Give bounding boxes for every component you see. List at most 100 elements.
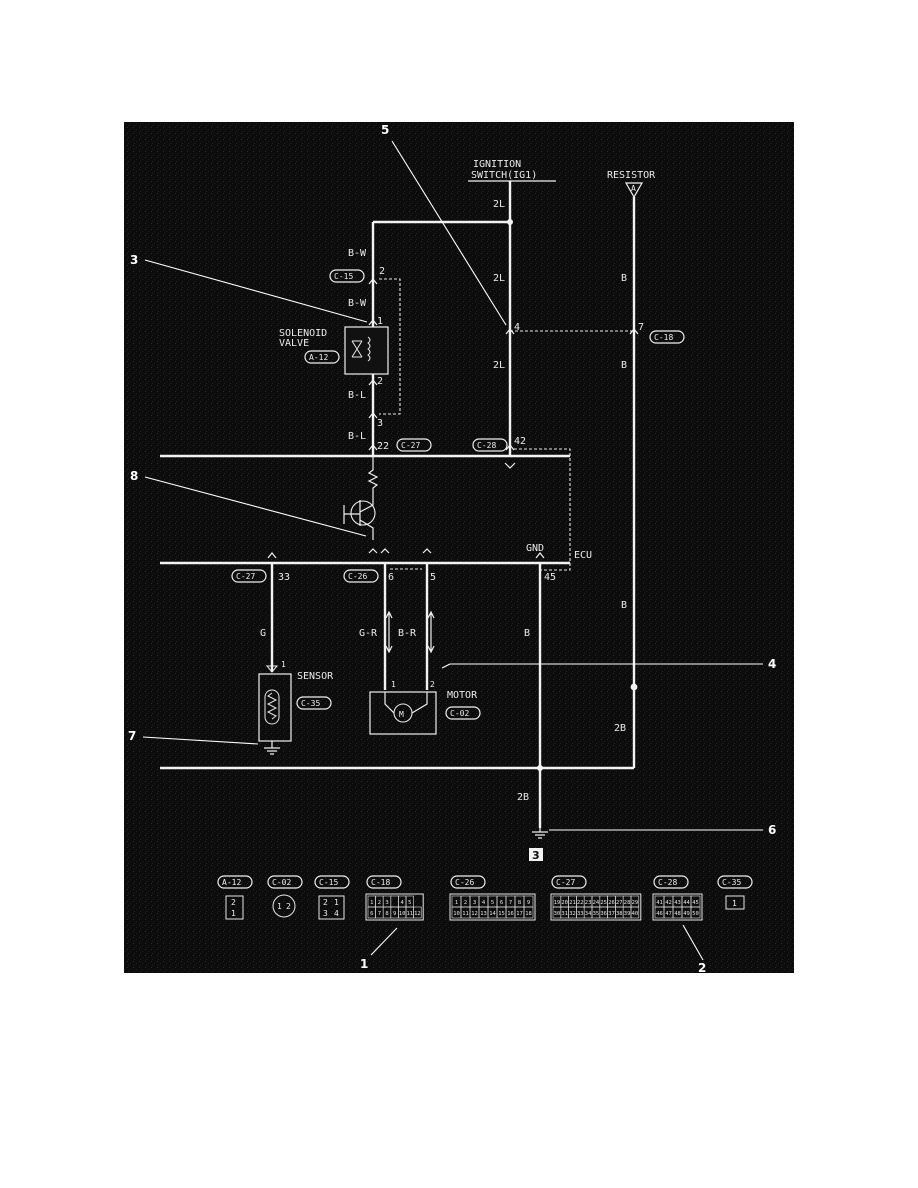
gnd-label: GND — [526, 543, 544, 554]
diagram-panel — [124, 122, 794, 973]
solenoid-label-1: SOLENOID — [279, 328, 327, 339]
wire-label-2L-low: 2L — [493, 360, 505, 371]
wire-label-BW-1: B-W — [348, 248, 367, 259]
tag-c27-top-label: C-27 — [401, 441, 420, 450]
legend-c27-pin: 20 — [561, 900, 568, 906]
legend-c28-pin: 45 — [692, 900, 699, 906]
legend-face-a12 — [225, 895, 244, 920]
callout-8: 8 — [130, 469, 138, 483]
pin-solenoid-2: 2 — [377, 376, 383, 387]
legend-c26-pin: 9 — [527, 900, 530, 906]
tag-c35 — [296, 696, 332, 710]
legend-c18-pin: 6 — [370, 911, 373, 917]
tag-c28-top — [472, 438, 508, 452]
legend-c27-cell — [630, 906, 640, 919]
legend-c26-outline — [449, 893, 536, 921]
legend-c27-pin: 29 — [632, 900, 639, 906]
motor-symbol: M — [399, 710, 404, 719]
legend-c27-pin: 38 — [616, 911, 623, 917]
sensor-body — [258, 673, 292, 742]
tag-c26-bot — [343, 569, 379, 583]
legend-tag-c26 — [450, 875, 486, 889]
ground-point-number: 3 — [532, 849, 540, 862]
wire-label-B-res-2: B — [621, 360, 627, 371]
ecu: ECU GND — [160, 448, 592, 571]
legend-tag-c35-label: C-35 — [722, 878, 741, 887]
tag-a12-label: A-12 — [309, 353, 328, 362]
legend-c28-pin: 50 — [692, 911, 699, 917]
pin-c28-45: 45 — [544, 572, 556, 583]
legend-c18-pin: 7 — [378, 911, 381, 917]
legend-c28-pin: 47 — [665, 911, 672, 917]
legend-c27-pin: 37 — [608, 911, 615, 917]
legend-c26-pin: 14 — [489, 911, 496, 917]
pin-c15-3: 3 — [377, 418, 383, 429]
sensor-ground-icon — [264, 741, 280, 755]
legend-c27-pin: 19 — [554, 900, 561, 906]
current-arrow-1 — [385, 610, 393, 654]
legend-tag-c26-label: C-26 — [455, 878, 474, 887]
legend-c35-pin: 1 — [732, 899, 737, 908]
wire-label-BL-1: B-L — [348, 390, 366, 401]
resistor-symbol — [624, 182, 644, 199]
legend-c26-pin: 13 — [480, 911, 487, 917]
legend-c26-pin: 2 — [464, 900, 467, 906]
ignition-switch: IGNITION SWITCH(IG1) — [468, 159, 556, 182]
legend-tag-c35 — [717, 875, 753, 889]
pin-motor-1: 1 — [391, 680, 396, 689]
callout-6: 6 — [768, 823, 776, 837]
legend-tag-c15-label: C-15 — [319, 878, 338, 887]
legend-c27-pin: 21 — [569, 900, 576, 906]
legend-c27-outline — [550, 893, 642, 921]
transistor-icon — [344, 456, 379, 540]
wire-label-B-gnd: B — [524, 628, 530, 639]
legend-c28-pin: 42 — [665, 900, 672, 906]
legend-c18-pin: 10 — [399, 911, 406, 917]
legend-tag-c15 — [314, 875, 350, 889]
pin-c28-42: 42 — [514, 436, 526, 447]
tag-c28-top-label: C-28 — [477, 441, 496, 450]
legend-tag-c02-label: C-02 — [272, 878, 291, 887]
legend-tag-c18 — [366, 875, 402, 889]
legend-c27-pin: 33 — [577, 911, 584, 917]
legend-a12-pin: 1 — [231, 909, 236, 918]
legend-c28-pin: 49 — [683, 911, 690, 917]
legend-c26-pin: 6 — [500, 900, 503, 906]
legend-c18-pin: 4 — [401, 900, 405, 906]
ecu-terminal-marks — [267, 462, 545, 559]
legend-tag-c27-label: C-27 — [556, 878, 575, 887]
legend-c18-pin: 8 — [385, 911, 388, 917]
motor-leads — [384, 692, 428, 714]
legend-c18-pin: 1 — [370, 900, 373, 906]
legend-tag-c02 — [267, 875, 303, 889]
legend-c02-pin: 2 — [286, 902, 291, 911]
leader-3 — [144, 259, 368, 323]
pin-motor-2: 2 — [430, 680, 435, 689]
legend-c18-pin: 3 — [385, 900, 388, 906]
legend-c28-cell — [690, 906, 701, 919]
leader-8 — [144, 476, 367, 537]
solenoid-label-2: VALVE — [279, 338, 309, 349]
motor-body — [369, 691, 437, 735]
tag-c35-label: C-35 — [301, 699, 320, 708]
legend-c26-cell — [523, 906, 534, 919]
legend-c02-pin: 1 — [277, 902, 282, 911]
legend-c27-pin: 31 — [561, 911, 568, 917]
legend-c15-pin: 3 — [323, 909, 328, 918]
callout-7: 7 — [128, 729, 136, 743]
legend-c27-pin: 36 — [600, 911, 607, 917]
legend-c28-pin: 41 — [656, 900, 663, 906]
callouts: 5 3 8 4 7 6 1 2 — [128, 123, 776, 975]
sensor: 1 SENSOR C-35 — [258, 660, 334, 755]
legend-c27-pin: 28 — [624, 900, 631, 906]
tag-c26-bot-label: C-26 — [348, 572, 367, 581]
current-arrow-2 — [427, 610, 435, 654]
legend-c26-pin: 3 — [473, 900, 476, 906]
ground-point-box — [529, 848, 543, 861]
legend-a12-pin: 2 — [231, 898, 236, 907]
legend-c28-pin: 44 — [683, 900, 690, 906]
legend-c28-pin: 46 — [656, 911, 663, 917]
resistor-label: RESISTOR — [607, 170, 656, 181]
